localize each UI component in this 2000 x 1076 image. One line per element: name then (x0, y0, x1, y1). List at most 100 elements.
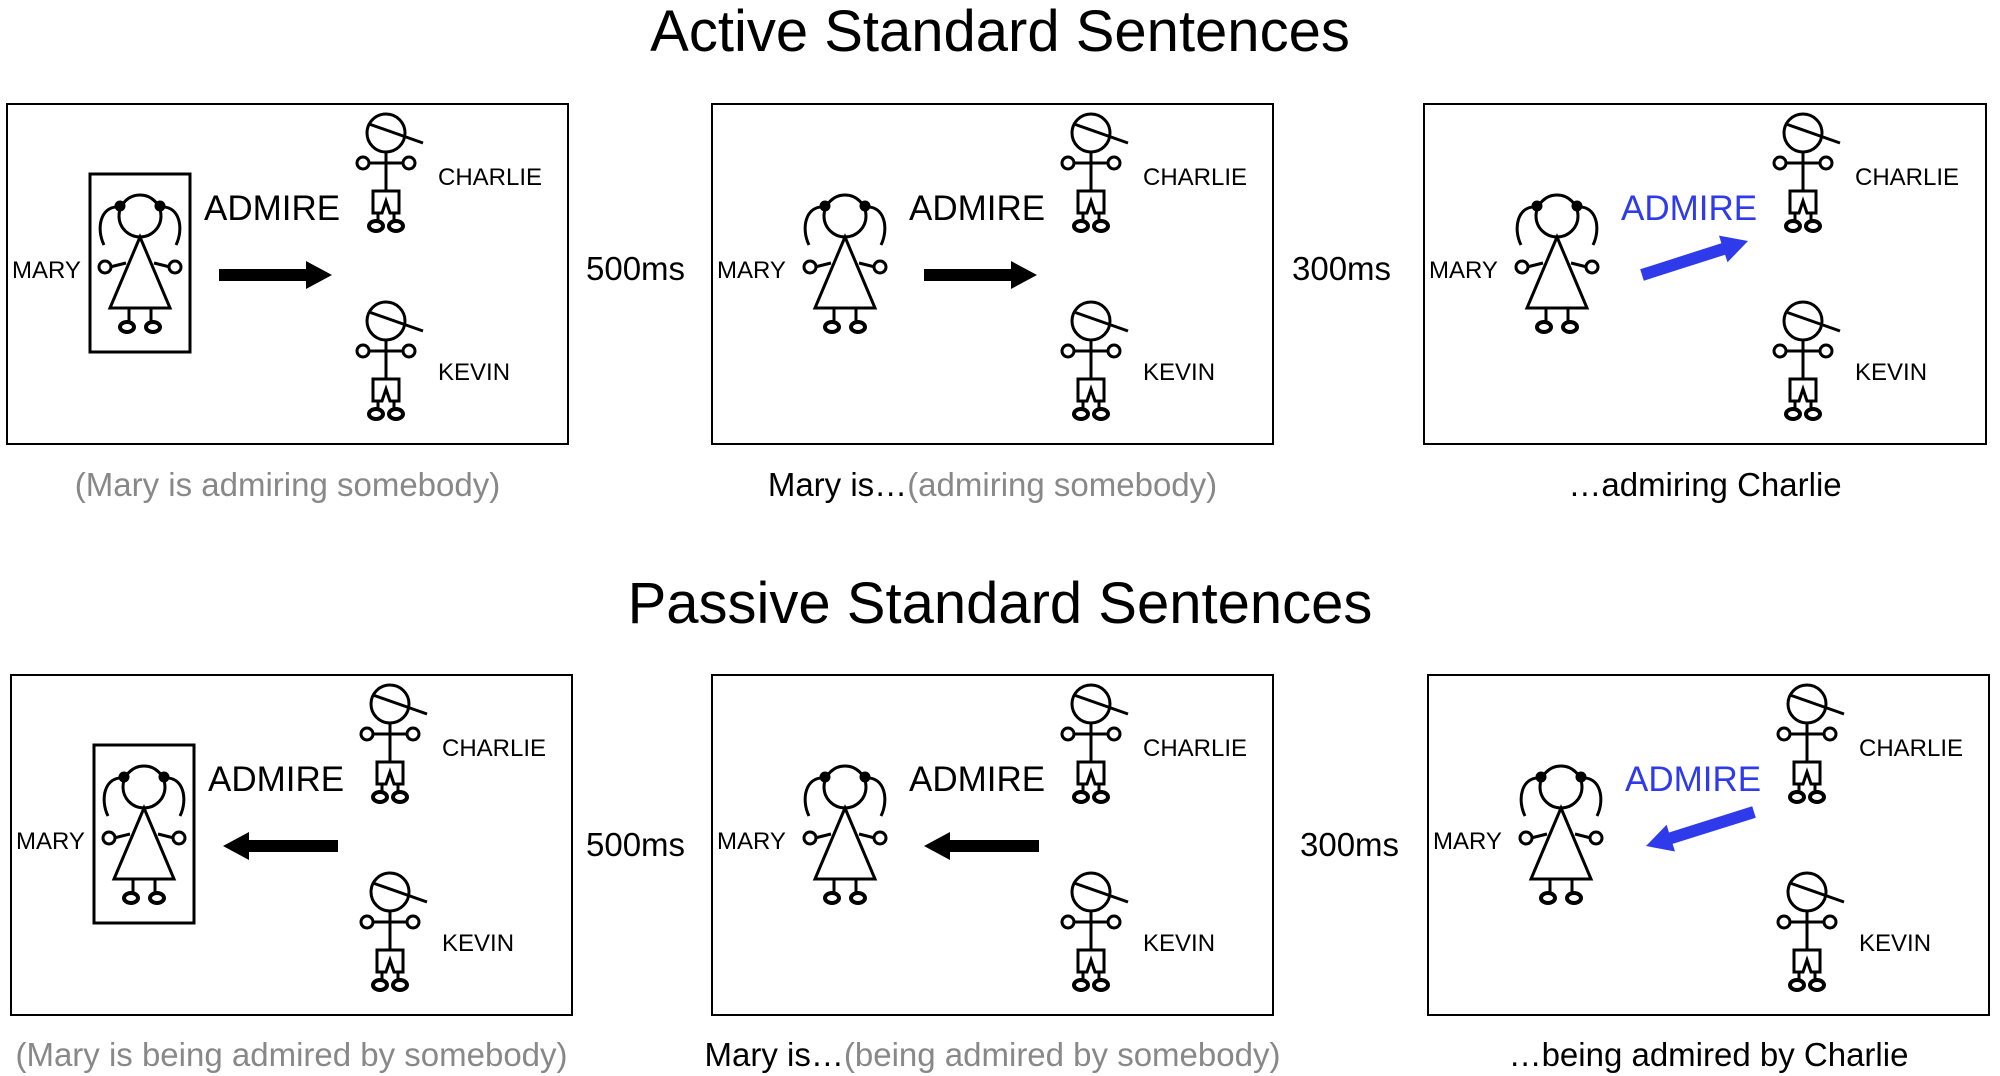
label-charlie: CHARLIE (1143, 164, 1247, 191)
verb-label: ADMIRE (1621, 189, 1757, 228)
caption-active-2: Mary is…(admiring somebody) (711, 468, 1274, 501)
label-kevin: KEVIN (442, 930, 514, 957)
boy-foot-left (1784, 407, 1802, 421)
caption-active-3: …admiring Charlie (1423, 468, 1987, 501)
boy-foot-left (1072, 790, 1090, 804)
girl-foot-right (144, 320, 162, 334)
boy-foot-left (1072, 978, 1090, 992)
boy-hand-right (401, 155, 417, 171)
boy-hand-right (1818, 155, 1834, 171)
verb-label: ADMIRE (204, 189, 340, 228)
caption-passive-1: (Mary is being admired by somebody) (0, 1038, 583, 1071)
girl-head (1538, 764, 1584, 810)
girl-dress (812, 233, 878, 310)
timing-passive-2: 300ms (1300, 826, 1400, 863)
girl-figure-icon (101, 764, 187, 905)
boy-head (369, 683, 411, 725)
caption-active-1-part-1: (Mary is admiring somebody) (74, 466, 501, 503)
girl-arm-right (858, 832, 876, 840)
boy-cap-brim (368, 310, 424, 333)
boy-foot-right (1804, 407, 1822, 421)
boy-shorts (1788, 377, 1818, 403)
boy-foot-left (367, 219, 385, 233)
boy-hand-left (359, 914, 375, 930)
girl-hand-left (802, 830, 818, 846)
girl-arm-left (1526, 261, 1544, 269)
girl-foot-right (849, 320, 867, 334)
girl-bow-right (1575, 771, 1587, 783)
girl-hand-left (101, 830, 117, 846)
girl-bow-right (1571, 200, 1583, 212)
girl-figure-icon (97, 193, 183, 334)
label-charlie: CHARLIE (1855, 164, 1959, 191)
subject-highlight-box (92, 743, 196, 925)
boy-head (1786, 683, 1828, 725)
boy-hand-right (405, 914, 421, 930)
label-mary: MARY (1429, 257, 1498, 284)
caption-active-2-part-1: Mary is… (767, 466, 908, 503)
label-mary: MARY (12, 257, 81, 284)
boy-foot-left (1072, 219, 1090, 233)
arrow-left-icon (223, 832, 338, 860)
girl-bow-right (859, 200, 871, 212)
section-title-passive: Passive Standard Sentences (627, 571, 1373, 636)
arrow-diagonal-left-icon (1646, 806, 1756, 852)
girl-hand-right (171, 830, 187, 846)
girl-figure-icon (802, 764, 888, 905)
boy-figure-charlie-icon (1060, 112, 1129, 233)
girl-head (822, 193, 868, 239)
boy-hand-left (355, 343, 371, 359)
girl-arm-left (109, 261, 127, 269)
boy-hand-right (401, 343, 417, 359)
boy-shorts (1792, 948, 1822, 974)
boy-hand-left (1772, 155, 1788, 171)
girl-dress (107, 233, 173, 310)
subject-highlight-box (88, 172, 192, 354)
boy-figure-kevin-icon (1776, 871, 1845, 992)
girl-foot-left (1535, 320, 1553, 334)
boy-hand-right (1106, 343, 1122, 359)
girl-foot-right (1561, 320, 1579, 334)
caption-passive-2-part-2: (being admired by somebody) (843, 1036, 1281, 1073)
boy-cap-brim (1073, 693, 1129, 716)
verb-label: ADMIRE (208, 760, 344, 799)
boy-hand-left (1060, 155, 1076, 171)
boy-foot-right (1092, 790, 1110, 804)
boy-head (365, 112, 407, 154)
girl-bow-left (819, 200, 831, 212)
boy-shorts (1076, 948, 1106, 974)
boy-foot-right (391, 790, 409, 804)
label-kevin: KEVIN (438, 359, 510, 386)
girl-hand-left (1518, 830, 1534, 846)
girl-foot-right (1565, 891, 1583, 905)
caption-passive-1-part-1: (Mary is being admired by somebody) (15, 1036, 568, 1073)
panel-frame (1427, 674, 1990, 1016)
section-title-active: Active Standard Sentences (650, 0, 1350, 64)
girl-arm-left (1530, 832, 1548, 840)
label-kevin: KEVIN (1859, 930, 1931, 957)
boy-foot-left (371, 978, 389, 992)
girl-foot-left (823, 320, 841, 334)
boy-cap-brim (1073, 881, 1129, 904)
boy-foot-right (1092, 978, 1110, 992)
caption-passive-2: Mary is…(being admired by somebody) (691, 1038, 1294, 1071)
caption-active-3-part-1: …admiring Charlie (1568, 466, 1842, 503)
girl-dress (1524, 233, 1590, 310)
boy-hand-right (1106, 726, 1122, 742)
panel-frame (1423, 103, 1987, 445)
boy-foot-right (1808, 978, 1826, 992)
boy-hand-right (405, 726, 421, 742)
boy-foot-left (367, 407, 385, 421)
boy-foot-left (1784, 219, 1802, 233)
girl-arm-right (157, 832, 175, 840)
boy-figure-charlie-icon (1772, 112, 1841, 233)
boy-cap-brim (1073, 310, 1129, 333)
boy-shorts (371, 377, 401, 403)
girl-bow-left (118, 771, 130, 783)
girl-dress (111, 804, 177, 881)
